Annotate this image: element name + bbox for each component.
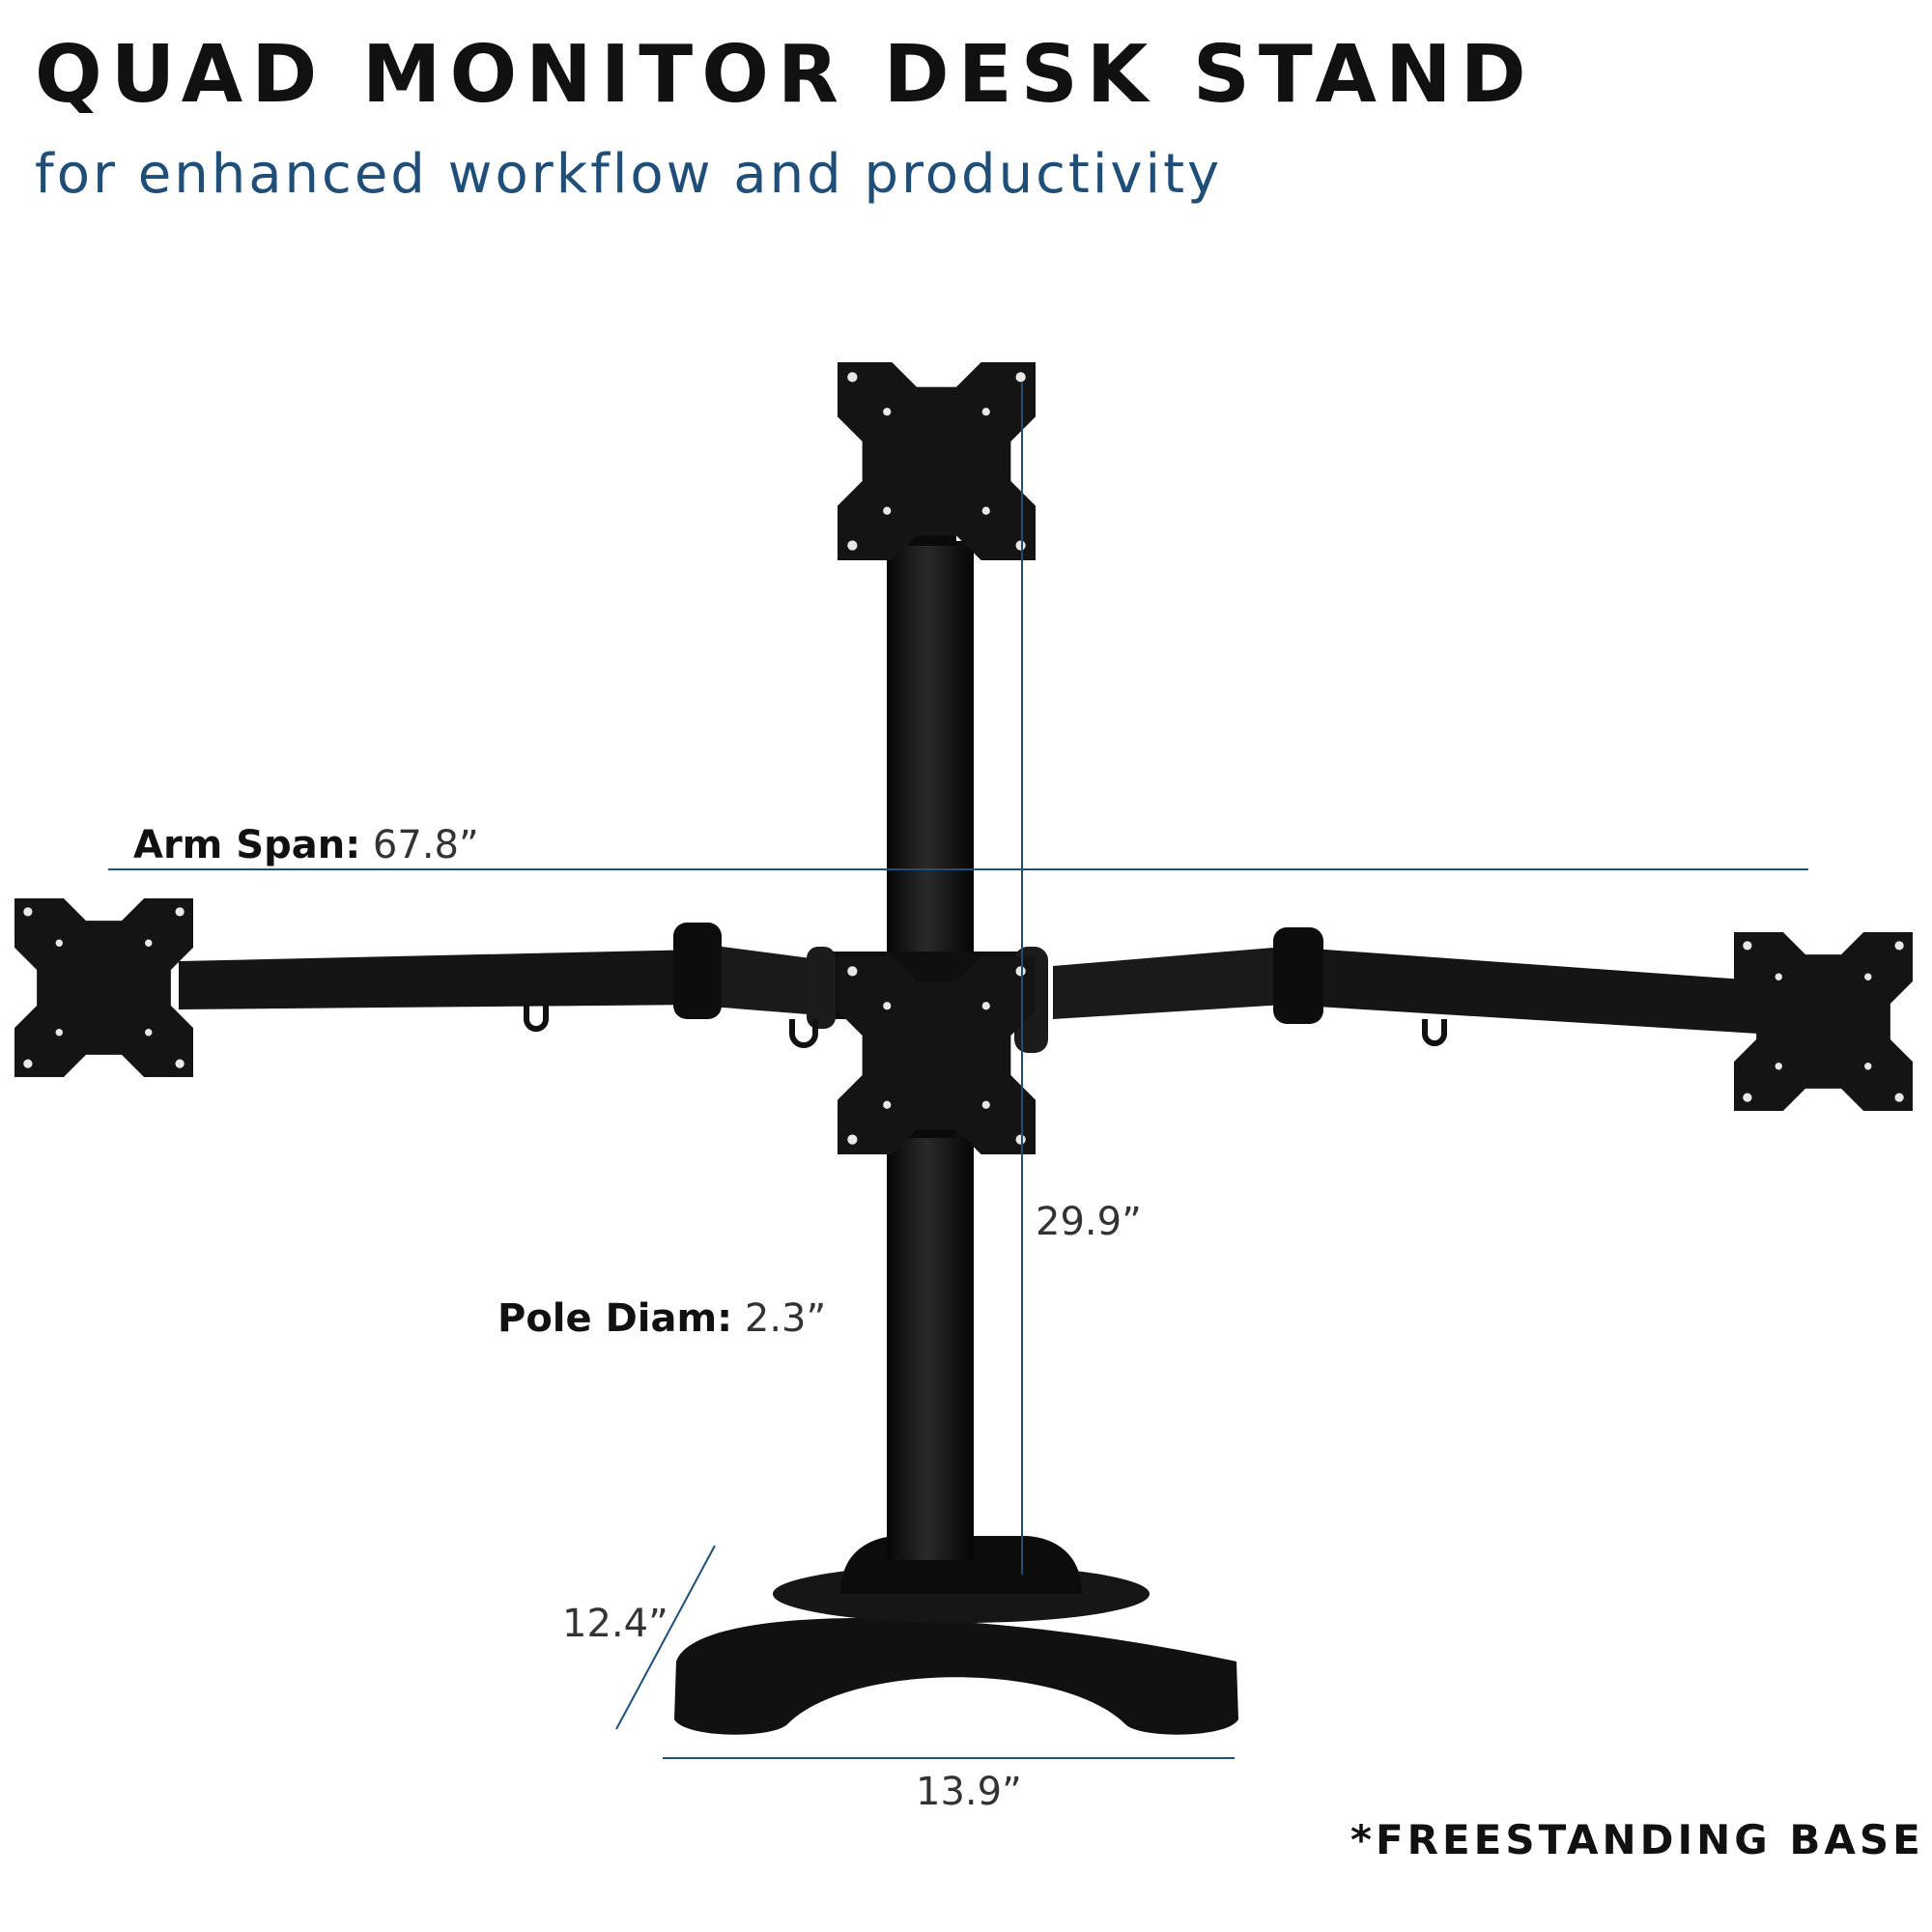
arm-span-label: Arm Span: 67.8”	[133, 823, 479, 867]
base-width-value: 13.9”	[916, 1770, 1022, 1814]
center-vesa-plate	[838, 956, 1036, 1154]
arm-span-caption: Arm Span:	[133, 823, 361, 867]
page-subtitle: for enhanced workflow and productivity	[35, 143, 1223, 206]
page-title: QUAD MONITOR DESK STAND	[35, 29, 1535, 121]
pole-diameter-caption: Pole Diam:	[497, 1296, 733, 1341]
height-label: 29.9”	[1036, 1200, 1142, 1244]
left-arm	[179, 923, 869, 1032]
right-arm	[1053, 927, 1758, 1046]
arm-span-value: 67.8”	[372, 823, 479, 867]
left-vesa-plate	[14, 898, 193, 1077]
base-depth-line	[615, 1545, 716, 1730]
right-vesa-plate	[1734, 932, 1913, 1111]
footnote: *FREESTANDING BASE	[1350, 1816, 1924, 1863]
base-width-label: 13.9”	[916, 1770, 1022, 1814]
top-vesa-plate	[838, 362, 1036, 560]
pole-diameter-value: 2.3”	[744, 1296, 827, 1341]
base-depth-label: 12.4”	[562, 1602, 668, 1646]
base-depth-value: 12.4”	[562, 1602, 668, 1646]
stand-base	[674, 1536, 1238, 1735]
pole-diameter-label: Pole Diam: 2.3”	[497, 1296, 826, 1341]
height-value: 29.9”	[1036, 1200, 1142, 1244]
